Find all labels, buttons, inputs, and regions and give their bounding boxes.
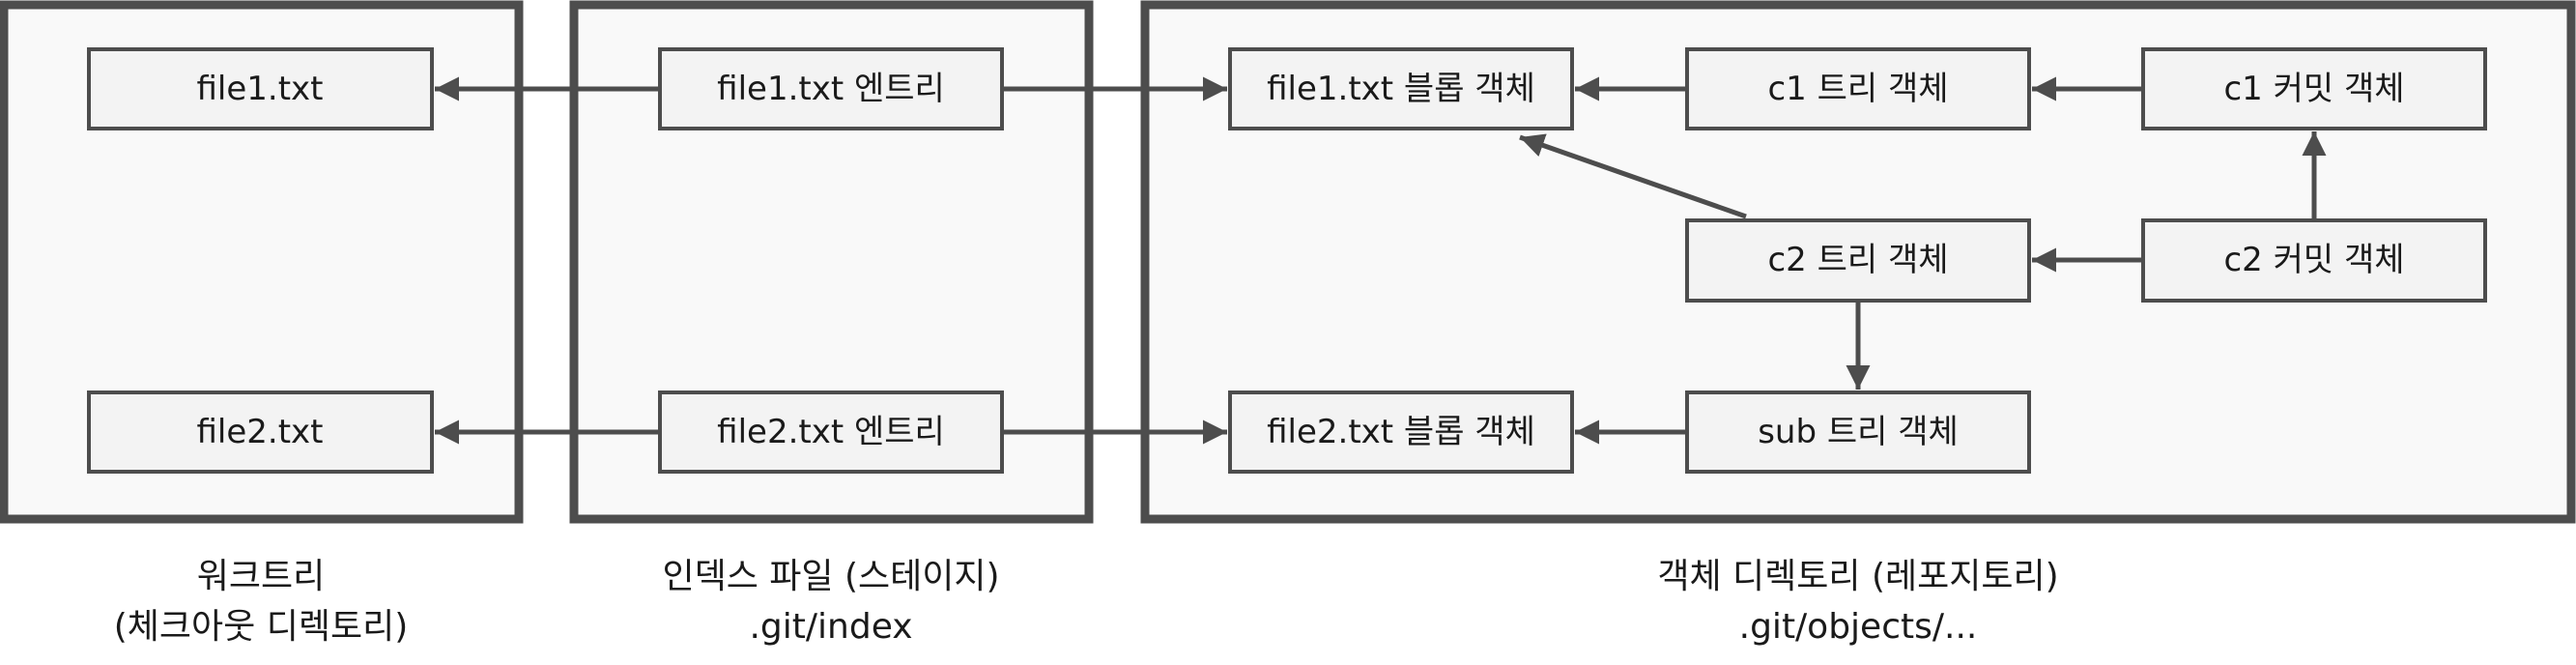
node-worktree-file1: file1.txt <box>87 47 434 130</box>
index-subtitle: .git/index <box>749 607 912 647</box>
worktree-subtitle: (체크아웃 디렉토리) <box>114 607 409 647</box>
node-c2-tree: c2 트리 객체 <box>1685 218 2031 303</box>
node-sub-tree: sub 트리 객체 <box>1685 390 2031 474</box>
node-c2-commit: c2 커밋 객체 <box>2141 218 2487 303</box>
node-c1-commit: c1 커밋 객체 <box>2141 47 2487 130</box>
node-index-file1: file1.txt 엔트리 <box>658 47 1004 130</box>
node-index-file2: file2.txt 엔트리 <box>658 390 1004 474</box>
worktree-title: 워크트리 <box>197 557 325 596</box>
node-worktree-file2: file2.txt <box>87 390 434 474</box>
node-label: c2 커밋 객체 <box>2223 241 2404 279</box>
node-blob2: file2.txt 블롭 객체 <box>1228 390 1574 474</box>
node-label: file2.txt 엔트리 <box>717 413 945 451</box>
index-title: 인덱스 파일 (스테이지) <box>662 557 999 596</box>
node-label: c1 트리 객체 <box>1767 70 1948 108</box>
node-label: c1 커밋 객체 <box>2223 70 2404 108</box>
node-label: file1.txt 블롭 객체 <box>1267 70 1535 108</box>
node-label: c2 트리 객체 <box>1767 241 1948 279</box>
node-label: file1.txt <box>196 70 323 108</box>
node-label: file2.txt <box>196 413 323 451</box>
objects-title: 객체 디렉토리 (레포지토리) <box>1657 557 2058 596</box>
node-c1-tree: c1 트리 객체 <box>1685 47 2031 130</box>
node-label: sub 트리 객체 <box>1758 413 1959 451</box>
node-label: file1.txt 엔트리 <box>717 70 945 108</box>
edge-c2tree-to-blob1 <box>1519 133 1747 219</box>
objects-subtitle: .git/objects/... <box>1739 607 1978 647</box>
node-blob1: file1.txt 블롭 객체 <box>1228 47 1574 130</box>
node-label: file2.txt 블롭 객체 <box>1267 413 1535 451</box>
